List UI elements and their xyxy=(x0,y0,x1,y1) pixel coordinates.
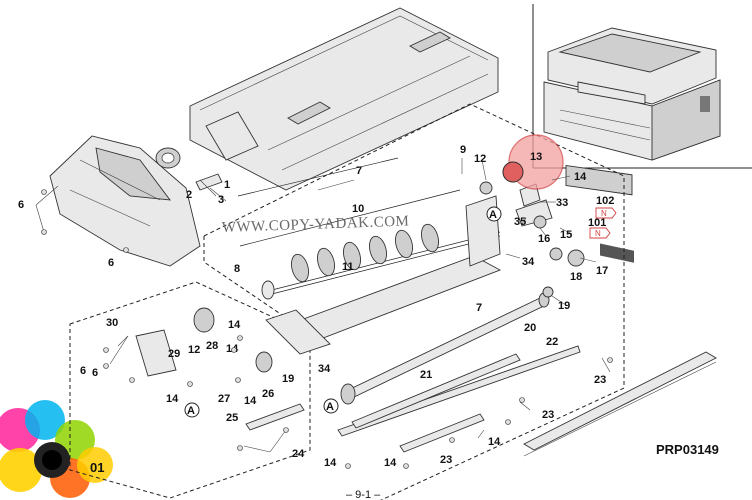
callout-14h: 14 xyxy=(384,457,397,469)
callout-33: 33 xyxy=(556,197,568,209)
assembly-boundary-lower xyxy=(69,281,311,499)
callout-21: 21 xyxy=(420,369,432,381)
callout-14f: 14 xyxy=(488,436,501,448)
callout-19b: 19 xyxy=(282,373,294,385)
new-badge-102 xyxy=(595,207,617,219)
callout-7b: 7 xyxy=(476,302,482,314)
callout-2: 2 xyxy=(186,189,192,201)
callout-labels: 1 2 3 6 6 6 6 7 7 8 9 10 11 12 12 13 14 … xyxy=(18,144,614,469)
callout-17: 17 xyxy=(596,265,608,277)
callout-20: 20 xyxy=(524,322,536,334)
callout-13: 13 xyxy=(530,151,542,163)
assembly-boundary-upper xyxy=(203,103,625,500)
callout-24: 24 xyxy=(292,448,305,460)
callout-6d: 6 xyxy=(92,367,98,379)
callout-14a: 14 xyxy=(574,171,587,183)
screw-icons xyxy=(41,189,613,469)
callout-27: 27 xyxy=(218,393,230,405)
roller-assembly xyxy=(135,157,717,457)
page-number: – 9-1 – xyxy=(346,489,381,500)
assembly-boundary-link xyxy=(203,236,311,335)
top-cover-unit xyxy=(189,7,499,191)
callout-6a: 6 xyxy=(18,199,24,211)
callout-14g: 14 xyxy=(324,457,337,469)
gear-part-13 xyxy=(502,161,524,183)
callout-14d: 14 xyxy=(166,393,179,405)
new-part-badges: N N xyxy=(589,207,617,239)
callout-6c: 6 xyxy=(80,365,86,377)
callout-22: 22 xyxy=(546,336,558,348)
callout-18: 18 xyxy=(570,271,582,283)
callout-30: 30 xyxy=(106,317,118,329)
machine-inset-thumbnail xyxy=(532,4,752,263)
ref-a-3: A xyxy=(326,401,334,413)
callout-26: 26 xyxy=(262,388,274,400)
callout-28: 28 xyxy=(206,340,218,352)
ref-a-1: A xyxy=(489,209,497,221)
reference-markers: A A A xyxy=(184,206,502,418)
callout-7a: 7 xyxy=(356,165,362,177)
new-badge-101-text: N xyxy=(595,229,601,238)
callout-10: 10 xyxy=(352,203,364,215)
left-frame-unit xyxy=(49,135,223,267)
brand-color-logo xyxy=(0,400,113,498)
callout-29: 29 xyxy=(168,348,180,360)
callout-25: 25 xyxy=(226,412,238,424)
leader-lines xyxy=(35,158,611,453)
callout-6b: 6 xyxy=(108,257,114,269)
callout-12a: 12 xyxy=(474,153,486,165)
callout-12b: 12 xyxy=(188,344,200,356)
section-number-fragment: 01 xyxy=(90,460,104,475)
callout-1: 1 xyxy=(224,179,230,191)
new-badge-102-text: N xyxy=(601,209,607,218)
callout-23c: 23 xyxy=(440,454,452,466)
new-badge-101 xyxy=(589,227,611,239)
callout-15: 15 xyxy=(560,229,572,241)
callout-8: 8 xyxy=(234,263,240,275)
callout-34b: 34 xyxy=(318,363,331,375)
callout-14b: 14 xyxy=(228,319,241,331)
callout-19a: 19 xyxy=(558,300,570,312)
callout-14e: 14 xyxy=(244,395,257,407)
watermark: WWW.COPY-YADAK.COM xyxy=(222,213,410,236)
page-code: PRP03149 xyxy=(656,442,719,457)
callout-34a: 34 xyxy=(522,256,535,268)
callout-101: 101 xyxy=(588,217,606,229)
callout-16: 16 xyxy=(538,233,550,245)
callout-35: 35 xyxy=(514,216,526,228)
callout-9: 9 xyxy=(460,144,466,156)
callout-3: 3 xyxy=(218,194,224,206)
callout-11: 11 xyxy=(342,261,354,273)
callout-102: 102 xyxy=(596,195,614,207)
ref-a-2: A xyxy=(187,405,195,417)
callout-23a: 23 xyxy=(594,374,606,386)
callout-23b: 23 xyxy=(542,409,554,421)
